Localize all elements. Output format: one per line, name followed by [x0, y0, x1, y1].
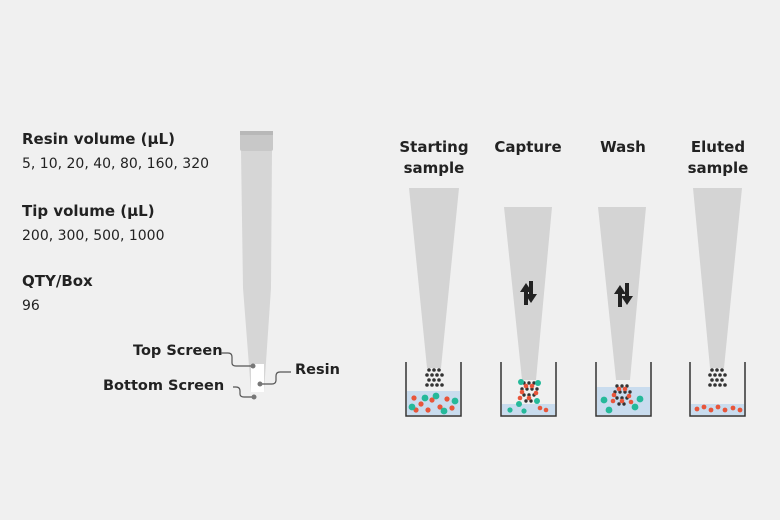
title-line: Capture — [494, 138, 562, 156]
well — [689, 362, 746, 417]
well — [500, 362, 557, 417]
bottom-screen-leader — [233, 386, 253, 398]
well — [405, 362, 462, 417]
pipette-tip — [240, 131, 273, 392]
resin-label: Resin — [295, 362, 340, 378]
up-down-arrows-icon — [520, 281, 537, 305]
spec-label: Tip volume (µL) — [22, 202, 155, 220]
callout-dots — [250, 363, 263, 400]
tip-body — [241, 151, 272, 392]
title-line: sample — [687, 159, 749, 177]
title-line: sample — [403, 159, 465, 177]
target-molecules — [610, 386, 634, 405]
resin-leader — [260, 371, 291, 385]
target-molecules — [411, 395, 455, 413]
title-line: Starting — [399, 138, 469, 156]
up-down-arrows-icon — [614, 283, 633, 307]
callout-leaders — [221, 352, 291, 398]
spec-value: 200, 300, 500, 1000 — [22, 228, 165, 244]
tip-rim — [240, 131, 273, 135]
step-title-capture: Capture — [478, 137, 578, 158]
target-molecules — [517, 383, 549, 413]
step-starting-sample — [405, 188, 462, 417]
contaminants — [408, 392, 459, 415]
step-wash — [595, 207, 652, 417]
tip-collar — [240, 131, 273, 151]
contaminants — [600, 395, 644, 414]
tip-cone — [409, 188, 459, 368]
spec-tip-volume: Tip volume (µL) 200, 300, 500, 1000 — [22, 202, 165, 244]
liquid — [502, 404, 555, 415]
bottom-screen-label: Bottom Screen — [103, 378, 225, 394]
bottom-screen-dot — [251, 394, 257, 400]
top-screen-dot — [250, 363, 256, 369]
step-eluted-sample — [689, 188, 746, 417]
step-title-starting-sample: Starting sample — [384, 137, 484, 179]
spec-value: 96 — [22, 298, 40, 314]
well — [595, 362, 652, 417]
liquid — [691, 404, 744, 415]
top-screen-label: Top Screen — [133, 343, 223, 359]
spec-label: QTY/Box — [22, 272, 93, 290]
step-title-eluted-sample: Eluted sample — [668, 137, 768, 179]
title-line: Wash — [600, 138, 646, 156]
tip-cone — [693, 188, 742, 368]
step-capture — [500, 207, 557, 417]
step-title-wash: Wash — [573, 137, 673, 158]
spec-resin-volume: Resin volume (µL) 5, 10, 20, 40, 80, 160… — [22, 130, 209, 172]
spec-qty-box: QTY/Box 96 — [22, 272, 93, 314]
top-screen-leader — [221, 352, 252, 367]
spec-value: 5, 10, 20, 40, 80, 160, 320 — [22, 156, 210, 172]
title-line: Eluted — [690, 138, 746, 156]
resin-beads — [425, 368, 444, 387]
resin-beads — [708, 368, 727, 387]
target-molecules — [694, 404, 743, 413]
spec-label: Resin volume (µL) — [22, 130, 175, 148]
resin-dot — [257, 381, 263, 387]
contaminants — [507, 379, 541, 414]
resin-beads — [520, 381, 539, 403]
